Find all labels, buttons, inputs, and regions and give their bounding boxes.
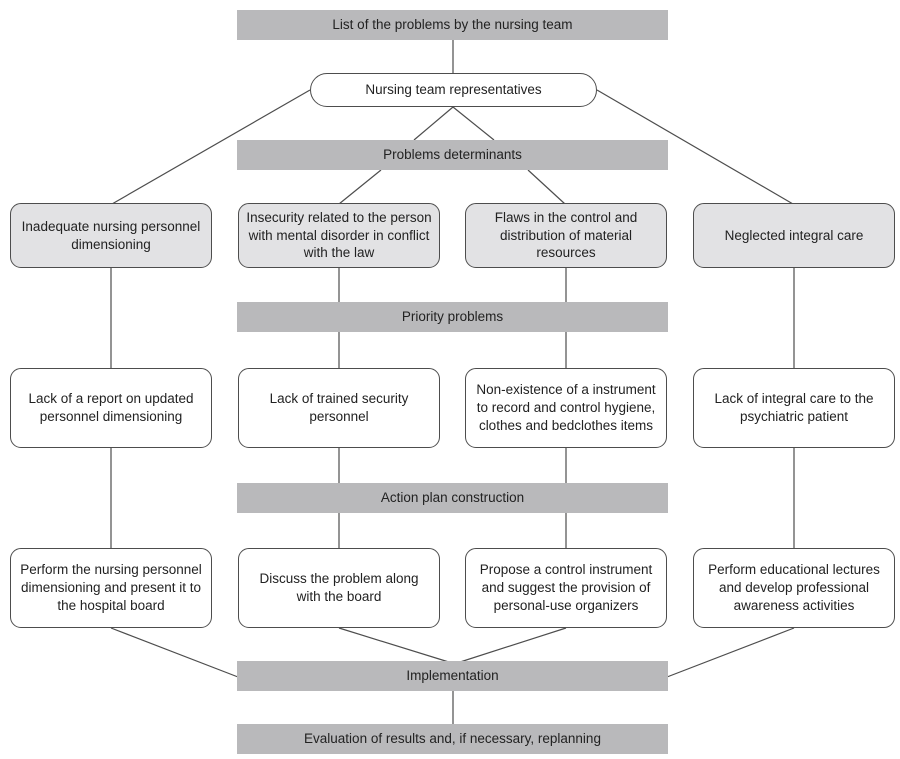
priority-box-security-personnel: Lack of trained security personnel	[238, 368, 440, 448]
stage-bar-problem-list: List of the problems by the nursing team	[237, 10, 668, 40]
priority-box-report-dimensioning: Lack of a report on updated personnel di…	[10, 368, 212, 448]
determinant-box-personnel-dimensioning: Inadequate nursing personnel dimensionin…	[10, 203, 212, 268]
representatives-box: Nursing team representatives	[310, 73, 597, 107]
connector-determinants-bar-to-determinant-3	[527, 169, 566, 205]
stage-bar-implementation: Implementation	[237, 661, 668, 691]
determinant-box-neglected-care: Neglected integral care	[693, 203, 895, 268]
stage-bar-problems-determinants: Problems determinants	[237, 140, 668, 170]
determinant-box-insecurity: Insecurity related to the person with me…	[238, 203, 440, 268]
action-box-educational-lectures: Perform educational lectures and develop…	[693, 548, 895, 628]
connector-representatives-to-determinants-bar-right	[452, 106, 495, 141]
action-box-propose-instrument: Propose a control instrument and suggest…	[465, 548, 667, 628]
stage-bar-action-plan: Action plan construction	[237, 483, 668, 513]
connector-action-2-to-implementation	[338, 627, 453, 664]
priority-box-integral-care: Lack of integral care to the psychiatric…	[693, 368, 895, 448]
connector-determinants-bar-to-determinant-2	[338, 169, 382, 205]
connector-action-1-to-implementation	[110, 627, 239, 678]
connector-representatives-to-determinant-1	[111, 89, 311, 205]
action-box-perform-dimensioning: Perform the nursing personnel dimensioni…	[10, 548, 212, 628]
stage-bar-priority-problems: Priority problems	[237, 302, 668, 332]
stage-bar-evaluation: Evaluation of results and, if necessary,…	[237, 724, 668, 754]
connector-action-4-to-implementation	[666, 627, 795, 678]
action-box-discuss-board: Discuss the problem along with the board	[238, 548, 440, 628]
determinant-box-material-resources: Flaws in the control and distribution of…	[465, 203, 667, 268]
connector-representatives-to-determinants-bar-left	[413, 106, 454, 141]
priority-box-control-instrument: Non-existence of a instrument to record …	[465, 368, 667, 448]
connector-action-3-to-implementation	[456, 627, 567, 664]
connector-representatives-to-determinant-4	[596, 89, 794, 205]
